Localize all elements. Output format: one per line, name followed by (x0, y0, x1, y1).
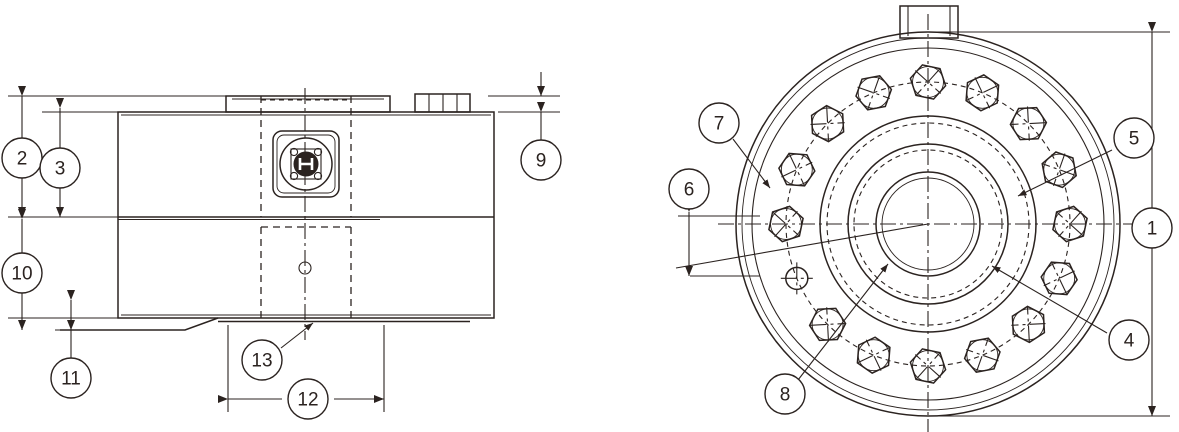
side-view-dimensions (8, 72, 560, 412)
balloon-13[interactable]: 13 (241, 339, 283, 381)
balloon-label: 9 (536, 151, 547, 172)
outer-flange-circle (735, 31, 1121, 417)
hex-bolt (808, 307, 847, 342)
electrical-connector (272, 130, 340, 198)
hex-bolt (768, 205, 804, 243)
dimension-9 (488, 72, 560, 140)
top-mounting-lug (899, 5, 959, 39)
hex-bolt (965, 74, 1000, 112)
pilot-hole (780, 262, 813, 295)
leader-7 (732, 138, 771, 189)
leader-5 (1017, 149, 1113, 197)
leader-4 (991, 265, 1108, 334)
hex-bolt (1041, 151, 1078, 189)
balloon-label: 5 (1129, 129, 1140, 150)
balloon-7[interactable]: 7 (698, 102, 740, 144)
balloon-label: 13 (251, 351, 272, 372)
hex-bolt (1011, 305, 1046, 344)
balloon-label: 8 (780, 385, 791, 406)
balloon-11[interactable]: 11 (50, 357, 92, 399)
base-step-leader (60, 317, 219, 331)
hex-bolt (856, 336, 891, 374)
balloon-3[interactable]: 3 (39, 147, 81, 189)
balloon-4[interactable]: 4 (1108, 319, 1150, 361)
dimension-12 (218, 325, 385, 412)
balloon-8[interactable]: 8 (764, 373, 806, 415)
balloon-label: 2 (17, 149, 28, 170)
top-boss (225, 95, 391, 113)
outer-flange-circle-inner (741, 37, 1115, 411)
dimension-6 (678, 202, 760, 277)
radial-leader (675, 223, 929, 269)
balloon-9[interactable]: 9 (520, 139, 562, 181)
hex-bolt (778, 152, 816, 187)
side-elevation-view (60, 88, 495, 340)
balloon-label: 6 (684, 180, 695, 201)
balloon-label: 12 (297, 390, 318, 411)
balloon-10[interactable]: 10 (1, 252, 43, 294)
balloon-label: 10 (11, 264, 32, 285)
balloon-5[interactable]: 5 (1113, 117, 1155, 159)
hex-bolt (1040, 261, 1078, 296)
balloon-12[interactable]: 12 (287, 378, 329, 420)
body-outline (117, 111, 495, 319)
hex-bolt (1009, 106, 1048, 141)
hex-bolt (855, 74, 893, 111)
leader-8 (797, 263, 889, 381)
hex-bolt (963, 337, 1001, 374)
hidden-bore-upper (260, 96, 352, 217)
balloon-label: 3 (55, 159, 66, 180)
bolt-group (768, 64, 1088, 384)
balloon-2[interactable]: 2 (1, 137, 43, 179)
front-circular-view (718, 5, 1138, 432)
circular-view-dimensions (675, 22, 1170, 417)
balloon-1[interactable]: 1 (1131, 207, 1173, 249)
balloon-label: 1 (1147, 219, 1158, 240)
small-bore-hole (298, 261, 312, 275)
leader-13 (280, 322, 314, 349)
balloon-label: 4 (1124, 331, 1135, 352)
balloon-6[interactable]: 6 (668, 168, 710, 210)
balloon-label: 11 (61, 369, 81, 390)
balloon-label: 7 (714, 114, 725, 135)
hex-bolt (1052, 205, 1088, 243)
hex-bolt (810, 104, 845, 143)
hex-nut-top (414, 93, 471, 113)
hidden-cavity-lower (260, 226, 352, 318)
